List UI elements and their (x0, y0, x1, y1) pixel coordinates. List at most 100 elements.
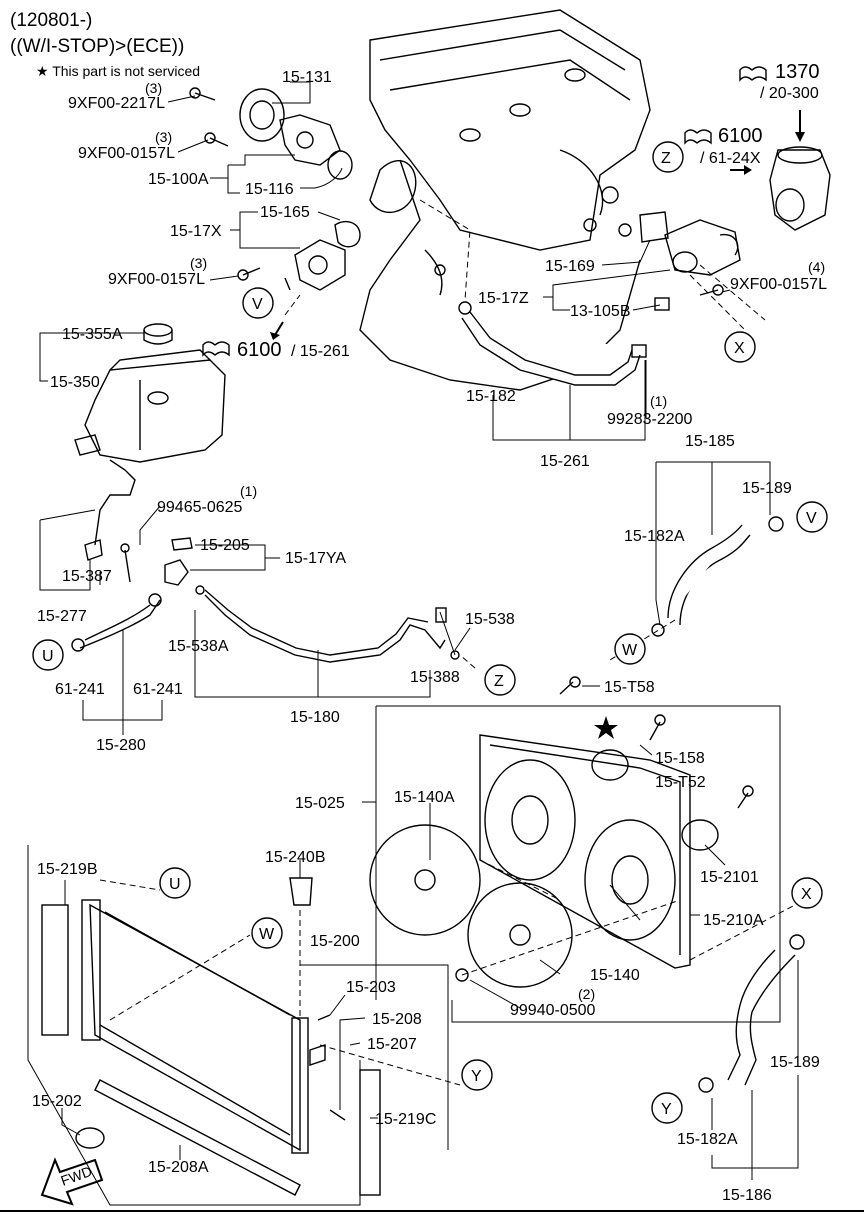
ref-20-300: / 20-300 (760, 85, 819, 102)
qty-1b: (1) (240, 483, 257, 499)
label-15-100A: 15-100A (148, 171, 209, 188)
label-15-158: 15-158 (655, 750, 705, 767)
label-15-200: 15-200 (310, 933, 360, 950)
qty-1a: (1) (650, 393, 667, 409)
label-15-538: 15-538 (465, 611, 515, 628)
ref-1370: 1370 (775, 61, 820, 83)
svg-text:V: V (806, 510, 817, 527)
label-15-2101: 15-2101 (700, 869, 759, 886)
fwd-arrow-icon: FWD (40, 1157, 104, 1206)
ref-61-24x: / 61-24X (700, 150, 761, 167)
label-15-189-top: 15-189 (742, 480, 792, 497)
label-15-182A-top: 15-182A (624, 528, 685, 545)
callout-circle-w-mid: W (614, 633, 646, 665)
label-15-205: 15-205 (200, 537, 250, 554)
book-ref-icon (202, 341, 230, 357)
throttle-body-ref (769, 110, 831, 231)
svg-text:X: X (801, 886, 812, 903)
label-15-261: 15-261 (540, 453, 590, 470)
label-15-210A: 15-210A (703, 912, 764, 929)
callout-circle-v-top: V (242, 287, 274, 319)
svg-text:Y: Y (661, 1101, 672, 1118)
book-ref-icon (684, 129, 712, 145)
svg-text:X: X (734, 340, 745, 357)
fan-shroud-group (369, 676, 781, 1023)
label-15-T52: 15-T52 (655, 774, 706, 791)
label-15-185: 15-185 (685, 433, 735, 450)
label-15-169: 15-169 (545, 258, 595, 275)
label-15-140A: 15-140A (394, 789, 455, 806)
callout-circle-x-right: X (791, 877, 823, 909)
label-15-186: 15-186 (722, 1187, 772, 1204)
qty-2: (2) (578, 986, 595, 1002)
coolant-reservoir (74, 323, 226, 546)
label-15-280: 15-280 (96, 737, 146, 754)
label-15-182A-bottom: 15-182A (677, 1131, 738, 1148)
label-13-105B: 13-105B (570, 303, 631, 320)
label-15-219C: 15-219C (375, 1111, 436, 1128)
label-9XF00-0157L-b: 9XF00-0157L (108, 271, 205, 288)
label-15-025: 15-025 (295, 795, 345, 812)
label-15-203: 15-203 (346, 979, 396, 996)
svg-text:Y: Y (471, 1068, 482, 1085)
label-15-388: 15-388 (410, 669, 460, 686)
hose-15-182A-upper (651, 516, 784, 637)
label-61-241-a: 61-241 (55, 681, 105, 698)
label-15-182: 15-182 (466, 388, 516, 405)
svg-text:U: U (42, 648, 54, 665)
label-15-189-bottom: 15-189 (770, 1054, 820, 1071)
callout-circle-u-mid: U (32, 639, 64, 671)
label-15-165: 15-165 (260, 204, 310, 221)
engine-block (359, 9, 651, 391)
label-15-240B: 15-240B (265, 849, 326, 866)
label-15-207: 15-207 (367, 1036, 417, 1053)
label-15-17X: 15-17X (170, 223, 222, 240)
lower-hose-15-182 (458, 301, 647, 386)
header-date: (120801-) (10, 10, 92, 31)
svg-text:V: V (252, 296, 263, 313)
label-15-208A: 15-208A (148, 1159, 209, 1176)
callout-circle-x-top: X (724, 331, 756, 363)
label-15-140: 15-140 (590, 967, 640, 984)
callout-circle-u-rad: U (159, 867, 191, 899)
header-condition: ((W/I-STOP)>(ECE)) (10, 36, 184, 57)
label-15-387: 15-387 (62, 568, 112, 585)
svg-text:W: W (259, 926, 275, 943)
callout-circle-y-rad: Y (461, 1059, 493, 1091)
not-serviced-note: ★ This part is not serviced (36, 63, 200, 79)
label-15-350: 15-350 (50, 374, 100, 391)
svg-text:Z: Z (661, 150, 671, 167)
label-99283-2200: 99283-2200 (607, 411, 693, 428)
qty-3b: (3) (155, 129, 172, 145)
leader-lines (39, 81, 799, 1180)
label-15-116: 15-116 (245, 181, 294, 198)
svg-text:W: W (622, 642, 638, 659)
callout-circle-v-right: V (796, 501, 828, 533)
label-15-202: 15-202 (32, 1093, 82, 1110)
svg-text:Z: Z (494, 673, 504, 690)
label-15-208: 15-208 (372, 1011, 422, 1028)
hose-15-182A-lower (698, 934, 805, 1093)
label-15-17YA: 15-17YA (285, 550, 346, 567)
svg-text:U: U (169, 876, 181, 893)
filler-neck-group (71, 537, 460, 663)
ref-15-261: / 15-261 (291, 343, 350, 360)
label-15-219B: 15-219B (37, 861, 98, 878)
ref-6100-bottom: 6100 (237, 339, 282, 361)
thermostat-housing-right (639, 211, 741, 311)
label-15-355A: 15-355A (62, 326, 123, 343)
label-15-131: 15-131 (282, 69, 332, 86)
label-9XF00-0157L-a: 9XF00-0157L (78, 145, 175, 162)
label-99465-0625: 99465-0625 (157, 499, 243, 516)
label-15-180: 15-180 (290, 709, 340, 726)
water-pump-group (189, 87, 353, 180)
label-15-17Z: 15-17Z (478, 290, 529, 307)
callout-circle-y-right: Y (651, 1092, 683, 1124)
book-ref-icon (739, 66, 767, 82)
ref-6100-top: 6100 (718, 125, 763, 147)
qty-3a: (3) (145, 80, 162, 96)
label-15-277: 15-277 (37, 608, 87, 625)
label-9XF00-0157L-c: 9XF00-0157L (730, 276, 827, 293)
star-icon (594, 716, 618, 739)
label-15-T58: 15-T58 (604, 679, 655, 696)
